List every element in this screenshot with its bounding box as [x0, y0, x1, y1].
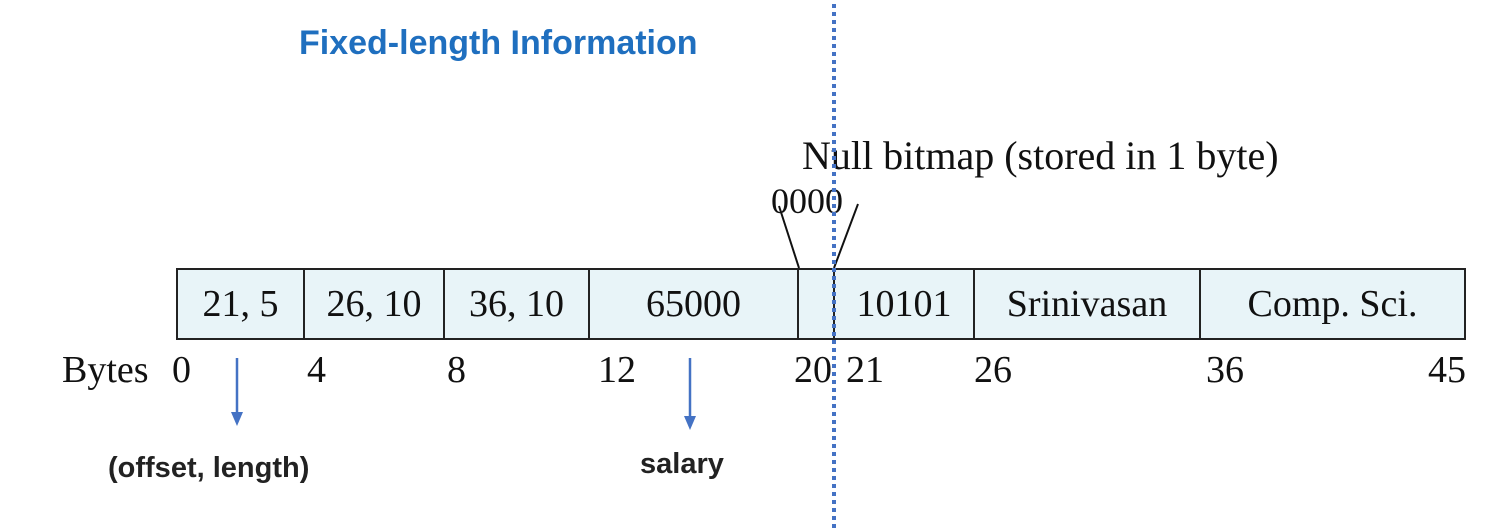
offset-tick-26: 26	[974, 349, 1012, 391]
offset-tick-8: 8	[447, 349, 466, 391]
offset-tick-20: 20	[794, 349, 832, 391]
record-cell-dept: Comp. Sci.	[1247, 283, 1418, 325]
record-cell-name: Srinivasan	[975, 270, 1201, 338]
offset-tick-0: 0	[172, 349, 191, 391]
salary-caption: salary	[640, 448, 724, 480]
record-cell-salary: 65000	[590, 270, 799, 338]
record-cell-id-offset: 21, 5	[178, 270, 305, 338]
null-bitmap-value: 0000	[771, 181, 843, 221]
record-layout: 21, 5 26, 10 36, 10 65000 10101 Srinivas…	[176, 268, 1466, 340]
bytes-label: Bytes	[62, 349, 149, 391]
record-cell-dept-offset: 36, 10	[445, 270, 590, 338]
salary-arrow-head	[684, 416, 696, 430]
offset-tick-4: 4	[307, 349, 326, 391]
null-bitmap-label: Null bitmap (stored in 1 byte)	[802, 133, 1279, 178]
offset-length-caption: (offset, length)	[108, 452, 310, 484]
record-cell-id: 10101	[835, 270, 975, 338]
offset-tick-12: 12	[598, 349, 636, 391]
offset-tick-45: 45	[1428, 349, 1466, 391]
bitmap-callout-right-line	[833, 203, 859, 269]
diagram-heading: Fixed-length Information	[299, 24, 698, 62]
offset-tick-21: 21	[846, 349, 884, 391]
offset-length-arrow-head	[231, 412, 243, 426]
offset-tick-36: 36	[1206, 349, 1244, 391]
bitmap-callout-left-line	[778, 205, 800, 269]
record-cell-name-offset: 26, 10	[305, 270, 445, 338]
